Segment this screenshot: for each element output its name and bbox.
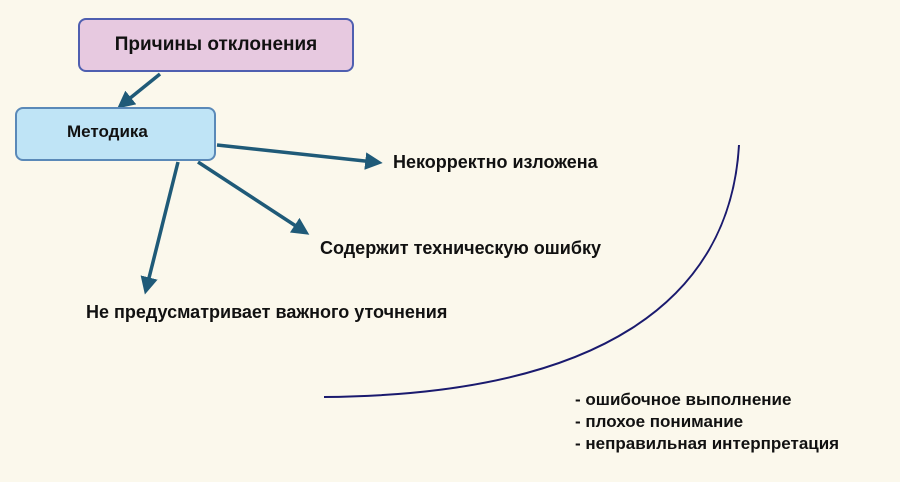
root-node-deviation-causes: Причины отклонения [78,18,354,72]
bracket-arc [323,144,740,398]
outcome-incorrectly-stated: Некорректно изложена [393,152,598,172]
method-node: Методика [15,107,216,161]
arrow-method-to-clarification [140,161,180,295]
arrow-root-to-method [117,72,162,109]
method-node-label: Методика [67,122,148,141]
consequence-item: - плохое понимание [575,412,744,431]
consequence-item: - неправильная интерпретация [575,434,840,453]
outcome-missing-clarification: Не предусматривает важного уточнения [86,302,448,322]
arrow-method-to-technical-error [197,160,310,235]
root-node-label: Причины отклонения [114,34,318,55]
outcome-technical-error: Содержит техническую ошибку [320,238,601,258]
consequences-list: - ошибочное выполнение - плохое понимани… [575,389,839,455]
arrow-method-to-incorrect [216,143,383,170]
consequence-item: - ошибочное выполнение [575,390,792,409]
